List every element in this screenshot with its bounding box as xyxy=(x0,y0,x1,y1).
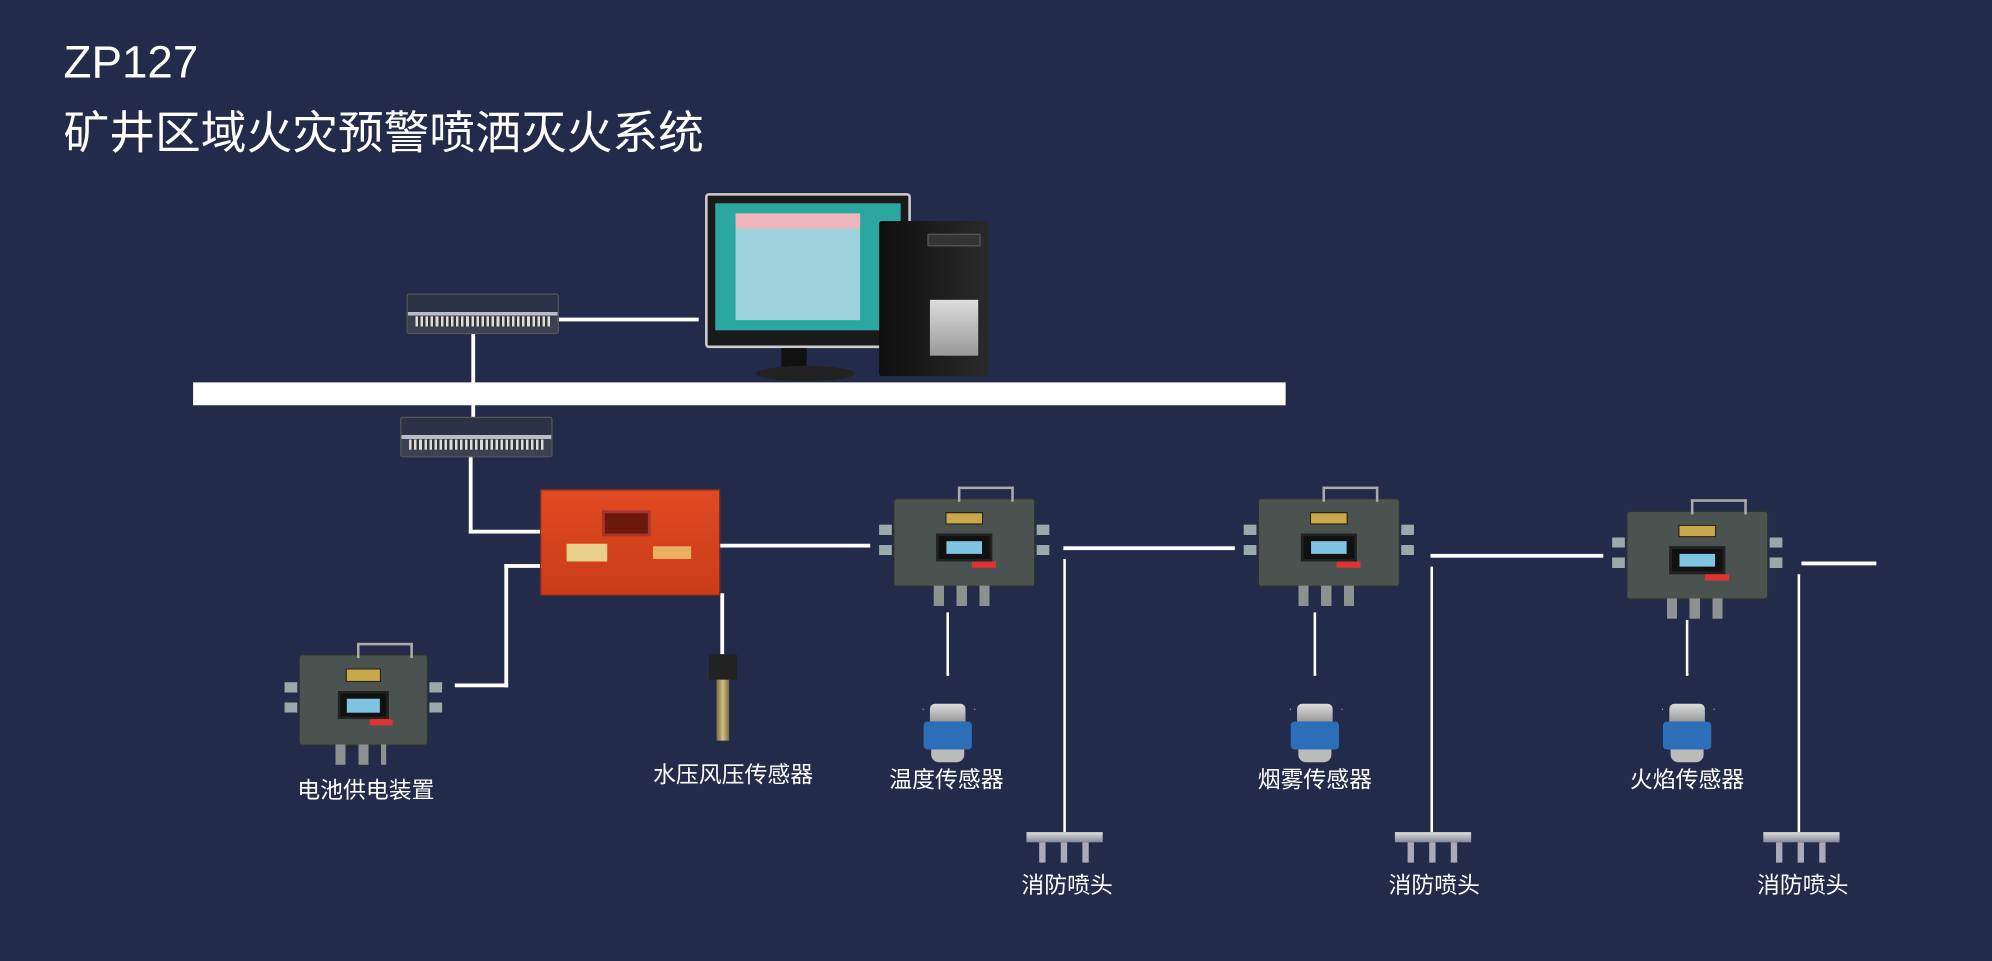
link-detector-2 xyxy=(1313,612,1317,676)
link-controller-s1 xyxy=(717,543,871,548)
link-controller-battery-v xyxy=(504,564,509,688)
flame-sensor-label: 火焰传感器 xyxy=(1629,767,1745,794)
smoke-sensor-label: 烟雾传感器 xyxy=(1257,767,1373,794)
battery-power-unit xyxy=(284,642,443,765)
computer-tower-icon xyxy=(879,221,989,377)
nozzle-label-1: 消防喷头 xyxy=(1021,872,1113,900)
link-battery xyxy=(454,683,509,688)
sensor-substation-3 xyxy=(1612,499,1783,619)
flame-detector-icon xyxy=(1655,673,1719,763)
network-bus xyxy=(193,382,1286,406)
link-pressure xyxy=(720,593,725,655)
diagram-title: 矿井区域火灾预警喷洒灭火系统 xyxy=(63,107,704,161)
network-switch-top xyxy=(406,293,559,335)
sensor-substation-2 xyxy=(1243,486,1414,606)
link-nozzle-1 xyxy=(1063,558,1066,833)
battery-label: 电池供电装置 xyxy=(297,777,435,805)
model-number: ZP127 xyxy=(63,35,199,88)
link-s1-s2 xyxy=(1063,546,1235,551)
nozzle-label-2: 消防喷头 xyxy=(1388,872,1481,900)
link-switch2-down xyxy=(468,454,473,533)
link-switch-bus xyxy=(471,332,476,420)
nozzle-icon-2 xyxy=(1394,832,1472,865)
temperature-sensor-label: 温度传感器 xyxy=(889,767,1004,794)
link-s2-s3 xyxy=(1430,553,1604,558)
temperature-detector-icon xyxy=(916,673,980,763)
smoke-detector-icon xyxy=(1283,673,1347,763)
link-s3-out xyxy=(1801,561,1877,566)
nozzle-label-3: 消防喷头 xyxy=(1756,872,1849,900)
link-nozzle-2 xyxy=(1430,566,1434,833)
nozzle-icon-1 xyxy=(1026,832,1103,865)
nozzle-icon-3 xyxy=(1763,832,1840,865)
link-detector-3 xyxy=(1685,619,1689,676)
monitor-icon xyxy=(705,193,911,382)
pressure-sensor-icon xyxy=(706,654,739,741)
main-controller xyxy=(539,489,721,596)
link-switch2-controller xyxy=(468,529,543,534)
pressure-sensor-label: 水压风压传感器 xyxy=(652,762,814,789)
network-switch-bottom xyxy=(400,416,553,458)
link-controller-battery-h xyxy=(504,564,543,568)
link-nozzle-3 xyxy=(1797,574,1801,833)
link-detector-1 xyxy=(946,612,949,676)
link-switch-pc xyxy=(556,317,699,322)
sensor-substation-1 xyxy=(879,486,1050,606)
